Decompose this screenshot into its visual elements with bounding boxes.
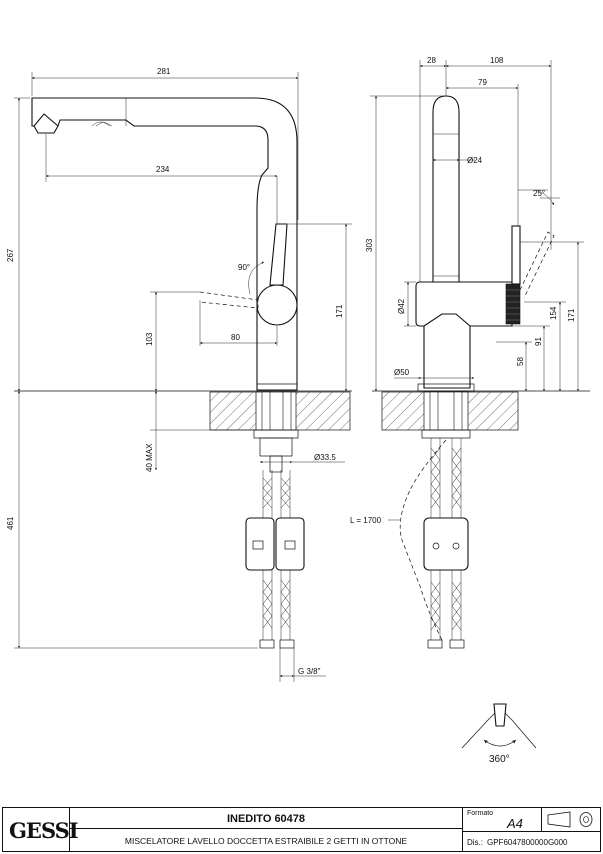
format-label: Formato [467,810,494,817]
lever [269,223,288,286]
spout-body [31,97,298,391]
dim-281: 281 [157,67,171,76]
pullout-hose [399,439,447,641]
dim-g38: G 3/8" [298,667,321,676]
dim-25deg: 25° [533,189,545,198]
dim-l1700: L = 1700 [350,516,382,525]
hoses-left [245,429,305,649]
code-label: Dis.: [467,838,483,847]
side-view: 281 234 267 90° 80 103 171 40 MAX 461 Ø3… [6,67,352,682]
product-description: MISCELATORE LAVELLO DOCCETTA ESTRAIBILE … [124,836,408,846]
front-view: 28 108 79 303 Ø24 25° Ø42 171 154 91 58 [350,56,590,649]
dim-360: 360° [489,754,510,765]
projection-icon [547,811,593,828]
technical-drawing: 281 234 267 90° 80 103 171 40 MAX 461 Ø3… [6,56,590,765]
dim-33-5: Ø33.5 [314,453,336,462]
dim-108: 108 [490,56,504,65]
dim-58: 58 [516,357,525,366]
spout-front [432,95,460,283]
title-block: GESSI INEDITO 60478 MISCELATORE LAVELLO … [0,805,603,854]
logo-cell: GESSI [2,807,79,852]
dim-171-right: 171 [567,308,576,322]
mixer-front [415,281,513,327]
product-name: INEDITO 60478 [226,813,306,825]
dim-42: Ø42 [397,298,406,314]
format-cell: Formato A4 [462,807,542,832]
rotation-360-icon: 360° [461,703,537,765]
dim-91: 91 [534,337,543,346]
dim-40-max: 40 MAX [145,443,154,472]
description-cell: MISCELATORE LAVELLO DOCCETTA ESTRAIBILE … [69,828,463,852]
dim-28: 28 [427,56,436,65]
dim-24: Ø24 [467,156,483,165]
dim-50: Ø50 [394,368,410,377]
dim-267: 267 [6,248,15,262]
format-value: A4 [507,816,523,831]
projection-symbol-cell [541,807,601,832]
hoses-right [399,429,471,649]
dim-80: 80 [231,333,240,342]
dim-154: 154 [549,306,558,320]
code-cell: Dis.: GPF6047800000G000 [462,831,601,852]
spray-nozzle [33,113,59,134]
dim-171-left: 171 [335,304,344,318]
brand-logo: GESSI [9,818,79,843]
dim-303: 303 [365,238,374,252]
dim-90deg: 90° [238,263,250,272]
dim-234: 234 [156,165,170,174]
dim-461: 461 [6,516,15,530]
dim-103: 103 [145,332,154,346]
lever-front [511,225,521,285]
code-value: GPF6047800000G000 [487,838,568,847]
mixer-body [256,284,298,326]
dim-79: 79 [478,78,487,87]
product-cell: INEDITO 60478 [69,807,463,829]
